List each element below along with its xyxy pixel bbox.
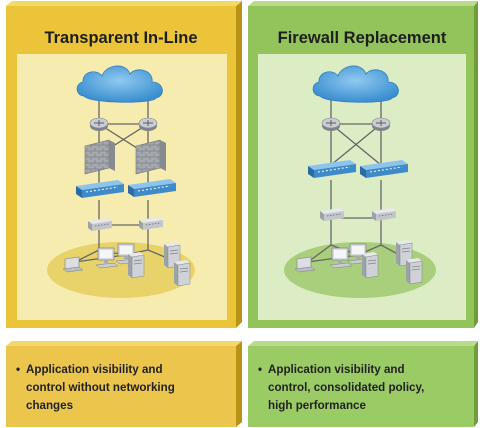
caption-line: Application visibility and <box>268 363 405 376</box>
panel-transparent-inline: Transparent In-Line <box>6 1 242 328</box>
caption-transparent-inline: • Application visibility and control wit… <box>6 341 242 427</box>
caption-line: changes <box>26 399 73 412</box>
router-icon <box>138 117 158 132</box>
ground-ellipse <box>47 242 195 298</box>
caption-line: Application visibility and <box>26 363 163 376</box>
panel-firewall-replacement: Firewall Replacement <box>248 1 478 328</box>
panel-side <box>474 1 478 328</box>
panel-top <box>248 1 478 6</box>
panel-side <box>236 1 242 328</box>
caption-line: high performance <box>268 399 366 412</box>
caption-box <box>248 346 474 427</box>
caption-side <box>236 341 242 427</box>
caption-firewall-replacement: • Application visibility and control, co… <box>248 341 478 427</box>
server-icon <box>127 251 145 279</box>
router-icon <box>321 117 341 132</box>
server-icon <box>361 251 379 279</box>
panel-top <box>6 1 242 6</box>
router-icon <box>89 117 109 132</box>
server-icon <box>405 257 423 285</box>
bullet-dot: • <box>258 363 262 376</box>
panel-title: Transparent In-Line <box>44 29 197 47</box>
caption-top <box>248 341 478 346</box>
caption-side <box>474 341 478 427</box>
router-icon <box>371 117 391 132</box>
server-icon <box>173 259 191 287</box>
bullet-dot: • <box>16 363 20 376</box>
caption-box <box>6 346 236 427</box>
panel-title: Firewall Replacement <box>278 29 447 47</box>
caption-line: control, consolidated policy, <box>268 381 424 394</box>
caption-line: control without networking <box>26 381 175 394</box>
caption-top <box>6 341 242 346</box>
